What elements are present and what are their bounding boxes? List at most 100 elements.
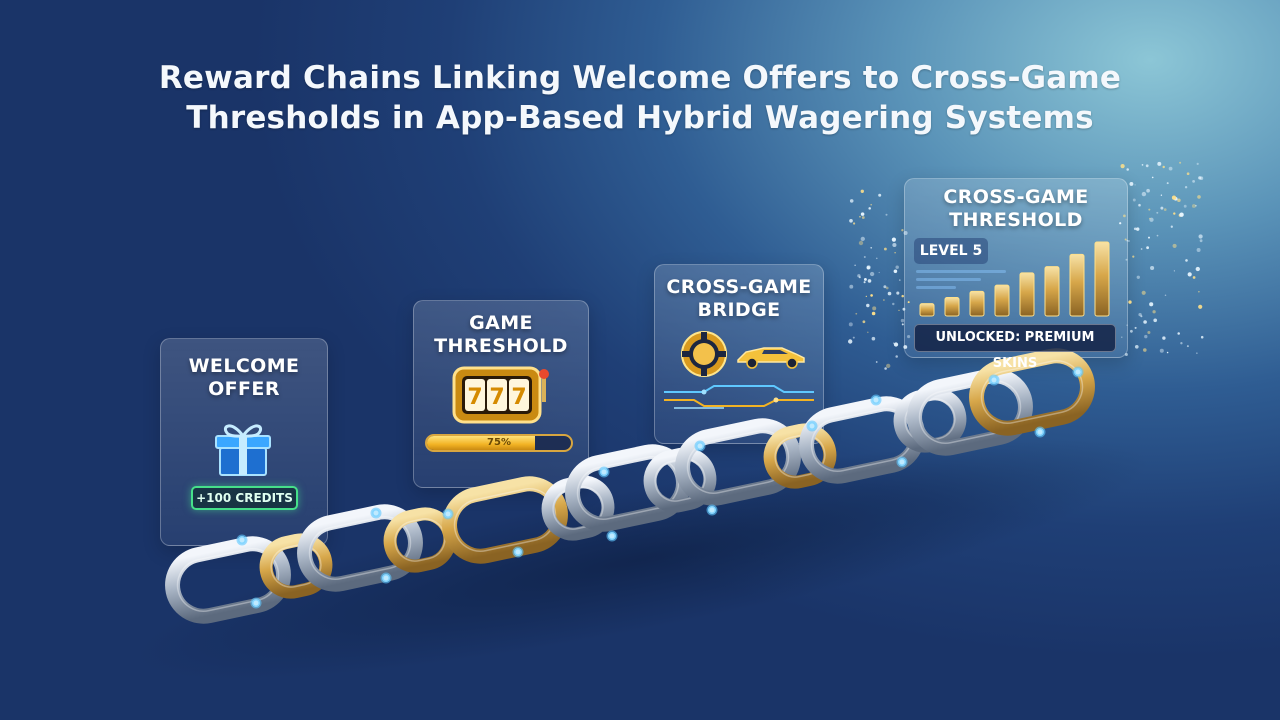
level-bar (1094, 241, 1110, 317)
circuit-line-icon (664, 385, 814, 409)
sparkle-particle (1151, 176, 1154, 179)
sparkle-particle (907, 301, 910, 304)
sparkle-particle (885, 213, 888, 216)
sparkle-particle (896, 291, 900, 295)
progress-label: 75% (487, 437, 511, 448)
sparkle-particle (886, 363, 891, 369)
sparkle-particle (1119, 222, 1122, 225)
sparkle-particle (866, 331, 869, 334)
sparkle-particle (1153, 318, 1158, 323)
sparkle-particle (901, 323, 904, 326)
sparkle-particle (1173, 212, 1176, 215)
sparkle-particle (1141, 290, 1146, 295)
level-guide-line (916, 278, 981, 281)
sparkle-particle (1126, 168, 1129, 171)
level-guide-line (916, 270, 1006, 273)
glow-node (250, 597, 262, 609)
sparkle-particle (1132, 198, 1136, 202)
casino-chip-icon (681, 331, 727, 377)
sparkle-particle (1146, 188, 1150, 193)
glow-node (236, 534, 248, 546)
sparkle-particle (883, 299, 885, 301)
level-bar (1069, 253, 1085, 317)
sparkle-particle (860, 212, 865, 216)
sparkle-particle (1166, 182, 1169, 185)
sparkle-particle (1186, 172, 1190, 176)
sparkle-particle (878, 193, 882, 197)
sparkle-particle (895, 355, 898, 358)
gift-box-icon (215, 424, 271, 476)
sparkle-particle (1196, 352, 1198, 354)
sparkle-particle (900, 318, 905, 323)
sparkle-particle (866, 265, 871, 270)
sparkle-particle (1159, 348, 1164, 353)
cross-game-bridge-heading: CROSS-GAME BRIDGE (654, 276, 824, 322)
sparkle-particle (1168, 166, 1173, 171)
sparkle-particle (1156, 211, 1159, 214)
sparkle-particle (1157, 161, 1162, 166)
chain-link (763, 423, 837, 489)
sparkle-particle (862, 320, 866, 324)
sparkle-particle (1128, 300, 1132, 304)
sparkle-particle (893, 342, 899, 347)
sparkle-particle (860, 236, 865, 242)
sparkle-particle (1145, 164, 1149, 168)
chain-link (165, 536, 291, 624)
sparkle-particle (1147, 330, 1151, 335)
sparkle-particle (1187, 272, 1192, 277)
sparkle-particle (1146, 246, 1149, 250)
sparkle-particle (875, 361, 878, 363)
glow-node (896, 456, 908, 468)
sparkle-particle (891, 237, 896, 242)
sparkle-particle (1177, 198, 1181, 203)
sparkle-particle (849, 218, 853, 223)
sparkle-particle (1123, 214, 1126, 218)
sparkle-particle (863, 255, 866, 259)
sparkle-particle (1148, 236, 1150, 239)
sparkle-particle (1136, 275, 1140, 279)
sparkle-particle (1141, 191, 1147, 197)
sparkle-particle (870, 294, 873, 297)
sparkle-particle (901, 229, 904, 232)
sparkle-particle (894, 252, 896, 254)
sparkle-particle (907, 335, 911, 339)
level-bar (944, 297, 960, 317)
chain-link (297, 504, 423, 592)
sparkle-particle (1134, 184, 1136, 186)
sparkle-particle (859, 215, 861, 218)
sparkle-particle (1149, 217, 1151, 220)
sparkle-particle (1143, 320, 1147, 324)
glow-node (870, 394, 882, 406)
glow-node (806, 420, 818, 432)
sparkle-particle (903, 345, 908, 349)
sparkle-particle (1179, 161, 1182, 164)
sparkle-particle (1156, 234, 1159, 237)
level-bar (1019, 272, 1035, 317)
glow-node (512, 546, 524, 558)
sparkle-particle (1138, 312, 1142, 317)
sparkle-particle (1200, 335, 1204, 339)
sparkle-particle (1162, 336, 1166, 340)
sparkle-particle (898, 309, 900, 311)
cross-game-threshold-heading: CROSS-GAME THRESHOLD (904, 186, 1128, 232)
sparkle-particle (1199, 239, 1203, 243)
page-title: Reward Chains Linking Welcome Offers to … (158, 60, 1122, 136)
sparkle-particle (1196, 248, 1201, 252)
sparkle-particle (1129, 329, 1133, 333)
sparkle-particle (858, 240, 864, 246)
sparkle-particle (870, 203, 873, 206)
sparkle-particle (1166, 351, 1169, 354)
sparkle-particle (1125, 258, 1128, 261)
sparkle-particle (1172, 243, 1177, 248)
sparkle-particle (878, 271, 880, 274)
sparkle-particle (870, 246, 873, 249)
sparkle-particle (1198, 234, 1203, 239)
chain-link (907, 368, 1033, 456)
sparkle-particle (1163, 208, 1167, 211)
sparkle-particle (866, 303, 870, 308)
welcome-offer-panel (160, 338, 328, 546)
sparkle-particle (848, 339, 853, 344)
sparkle-particle (892, 302, 895, 306)
sparkle-particle (1140, 315, 1143, 318)
